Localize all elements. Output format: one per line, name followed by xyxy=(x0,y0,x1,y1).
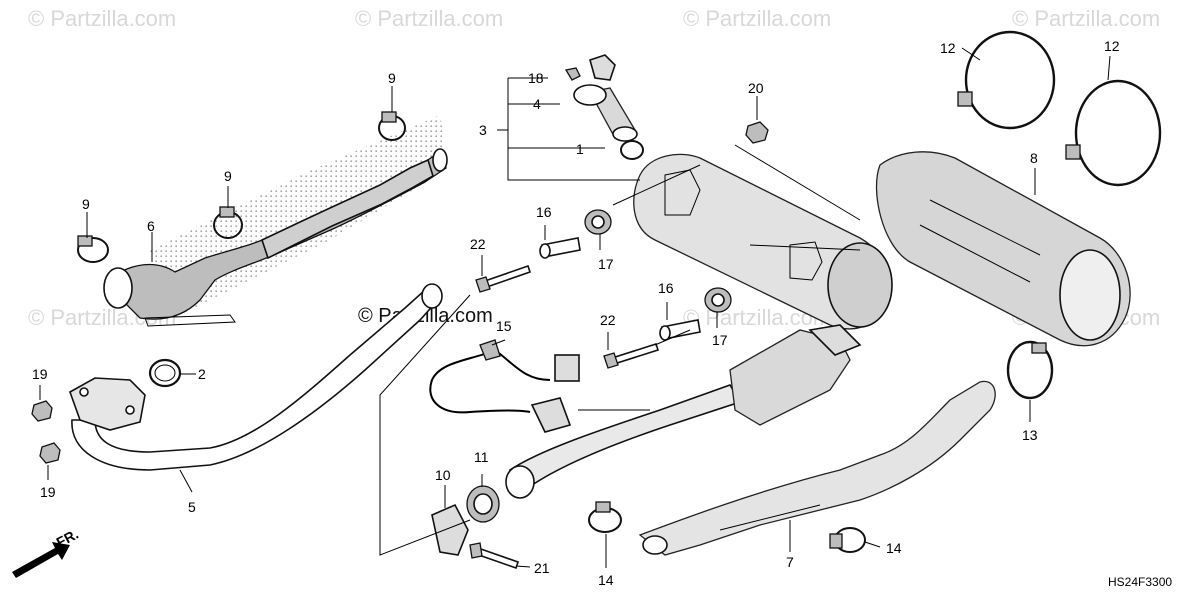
callout-8: 8 xyxy=(1030,150,1038,166)
callout-13: 13 xyxy=(1022,427,1038,443)
callout-6: 6 xyxy=(147,218,155,234)
watermark: © Partzilla.com xyxy=(28,6,177,31)
callout-5: 5 xyxy=(188,499,196,515)
clamp-10 xyxy=(431,503,469,556)
o2-sensor-15 xyxy=(429,339,580,433)
diagram-code: HS24F3300 xyxy=(1108,575,1173,589)
callout-21: 21 xyxy=(534,560,550,576)
callout-19a: 19 xyxy=(32,366,48,382)
callout-10: 10 xyxy=(435,467,451,483)
callout-14a: 14 xyxy=(598,572,614,588)
callout-22b: 22 xyxy=(600,312,616,328)
nut-19-top xyxy=(31,400,53,422)
callout-18: 18 xyxy=(528,70,544,86)
callout-20: 20 xyxy=(748,80,764,96)
front-arrow-icon xyxy=(12,542,70,578)
clamp-9-mid xyxy=(213,206,243,239)
callout-17a: 17 xyxy=(598,256,614,272)
heat-shield-7 xyxy=(638,380,996,556)
clamp-14-right xyxy=(829,527,866,553)
callout-15: 15 xyxy=(496,318,512,334)
callout-3: 3 xyxy=(479,122,487,138)
band-12-left xyxy=(957,30,1056,130)
callout-14b: 14 xyxy=(886,540,902,556)
band-12-right xyxy=(1065,79,1162,187)
callout-16a: 16 xyxy=(536,204,552,220)
bolt-22-top xyxy=(475,264,532,293)
callout-1: 1 xyxy=(576,141,584,157)
gasket-2 xyxy=(148,358,182,388)
callout-4: 4 xyxy=(533,96,541,112)
front-pipe-6 xyxy=(103,148,448,327)
callout-9b: 9 xyxy=(224,168,232,184)
bolt-21 xyxy=(469,542,520,570)
gasket-11 xyxy=(466,485,500,523)
callout-16b: 16 xyxy=(658,280,674,296)
clamp-9-top xyxy=(378,111,406,141)
spark-arrester-4 xyxy=(573,54,638,142)
bolt-18 xyxy=(564,67,581,81)
exhaust-pipe-5 xyxy=(69,283,443,471)
watermark: © Partzilla.com xyxy=(355,6,504,31)
callout-9a: 9 xyxy=(388,70,396,86)
nut-19-bottom xyxy=(39,442,61,464)
bolt-22-bottom xyxy=(603,342,660,369)
callout-12b: 12 xyxy=(1104,38,1120,54)
callout-2: 2 xyxy=(198,366,206,382)
callout-9c: 9 xyxy=(82,196,90,212)
callout-19b: 19 xyxy=(40,484,56,500)
grommet-17-top xyxy=(584,209,612,235)
callout-22a: 22 xyxy=(470,236,486,252)
mid-pipe xyxy=(505,324,862,499)
grommet-17-bottom xyxy=(704,287,732,313)
callout-11: 11 xyxy=(474,449,489,465)
callout-12a: 12 xyxy=(940,40,956,56)
muffler-3 xyxy=(633,153,893,330)
callout-17b: 17 xyxy=(712,332,728,348)
clamp-9-left xyxy=(77,235,109,263)
muffler-protector-8 xyxy=(875,151,1131,347)
clamp-14-mid xyxy=(588,501,622,533)
collar-16-bottom xyxy=(659,319,701,341)
nut-20 xyxy=(745,121,769,144)
gasket-1 xyxy=(620,140,644,160)
watermark: © Partzilla.com xyxy=(683,6,832,31)
watermark: © Partzilla.com xyxy=(1012,6,1161,31)
collar-16-top xyxy=(539,237,581,259)
callout-7: 7 xyxy=(786,554,794,570)
clamp-13 xyxy=(1006,340,1054,400)
